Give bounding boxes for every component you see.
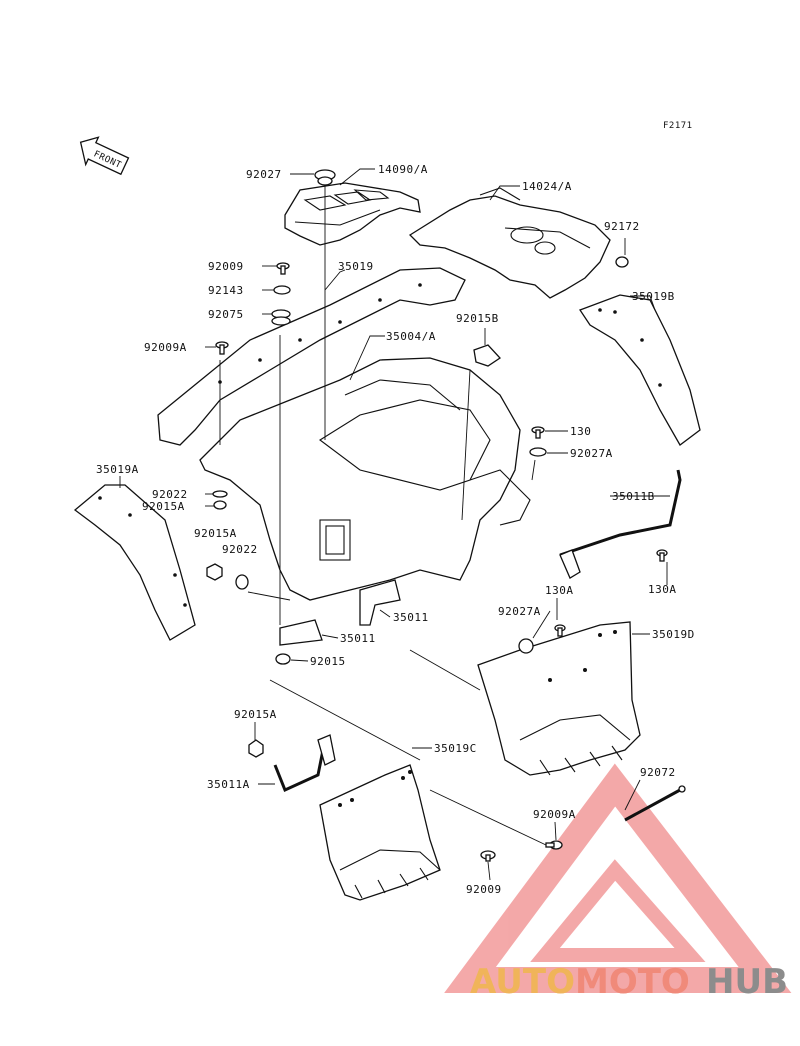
callout-92027A: 92027A [570, 447, 613, 460]
part-35011-lower [279, 619, 323, 646]
callout-35019: 35019 [338, 260, 374, 273]
grommet-92027A-icon [529, 447, 547, 457]
callout-14090A: 14090/A [378, 163, 428, 176]
callout-130A-b: 130A [545, 584, 574, 597]
bolt-92009A-b-icon [545, 840, 563, 850]
callout-92015B: 92015B [456, 312, 499, 325]
callout-92009-b: 92009 [466, 883, 502, 896]
callout-35011: 35011 [393, 611, 429, 624]
callout-35011-b: 35011 [340, 632, 376, 645]
callout-92009: 92009 [208, 260, 244, 273]
grommet-92027A-b-icon [518, 638, 534, 654]
callout-35019D: 35019D [652, 628, 695, 641]
bolt-92009-icon [276, 262, 290, 275]
part-92015B [473, 344, 501, 367]
callout-92015A-c: 92015A [234, 708, 277, 721]
part-35019C [319, 764, 441, 901]
callout-92027A-b: 92027A [498, 605, 541, 618]
callout-14024A: 14024/A [522, 180, 572, 193]
washer-92022-b-icon [235, 574, 249, 590]
callout-92015: 92015 [310, 655, 346, 668]
watermark-moto: MOTO [575, 962, 690, 1002]
part-35019 [157, 267, 466, 446]
callout-92015A: 92015A [142, 500, 185, 513]
callout-92009A-b: 92009A [533, 808, 576, 821]
figure-code: F2171 [663, 121, 693, 131]
callout-92172: 92172 [604, 220, 640, 233]
callout-35019B: 35019B [632, 290, 675, 303]
watermark-hub: HUB [706, 962, 788, 1002]
callout-35011A: 35011A [207, 778, 250, 791]
fasteners [206, 262, 668, 862]
callout-92022: 92022 [152, 488, 188, 501]
bolt-130A-icon [656, 549, 668, 562]
callout-92015A-b: 92015A [194, 527, 237, 540]
watermark-logo [444, 763, 792, 993]
part-14090A [284, 182, 421, 246]
part-92172-clip [615, 256, 629, 268]
callout-92009A: 92009A [144, 341, 187, 354]
callout-92022-b: 92022 [222, 543, 258, 556]
part-35004A [199, 357, 531, 601]
callout-35019A: 35019A [96, 463, 139, 476]
part-35019D [477, 621, 641, 776]
part-92027-grommet [314, 169, 336, 186]
part-35019A [73, 484, 196, 641]
watermark-text: AUTO MOTO HUB [470, 962, 788, 1002]
callout-130: 130 [570, 425, 591, 438]
watermark-auto: AUTO [470, 962, 575, 1002]
bolt-92009A-icon [215, 341, 229, 355]
bolt-130A-b-icon [554, 624, 566, 637]
callout-130A: 130A [648, 583, 677, 596]
part-35011B [559, 469, 682, 579]
bolt-92009-b-icon [480, 850, 496, 862]
callout-35019C: 35019C [434, 742, 477, 755]
callout-labels: 92027 14090/A 14024/A 92172 92009 35019 … [96, 163, 695, 896]
leader-lines [119, 168, 670, 881]
grommet-92075-icon [271, 309, 291, 326]
washer-92022-icon [212, 490, 228, 498]
callout-92027: 92027 [246, 168, 282, 181]
nut-92015A-icon [213, 500, 227, 510]
callout-92075: 92075 [208, 308, 244, 321]
part-35011A [273, 734, 336, 793]
callout-92143: 92143 [208, 284, 244, 297]
part-35011-upper [359, 579, 401, 626]
washer-92143-icon [273, 285, 291, 295]
nut-92015A-c-icon [248, 739, 264, 758]
part-35019B [579, 294, 701, 446]
nut-92015-icon [275, 653, 291, 665]
front-arrow-icon: FRONT [79, 136, 130, 176]
nut-92015A-b-icon [206, 563, 223, 581]
bolt-130-icon [531, 426, 545, 439]
part-92072-rod [624, 785, 686, 822]
callout-35004A: 35004/A [386, 330, 436, 343]
part-14024A [408, 187, 611, 299]
callout-92072: 92072 [640, 766, 676, 779]
callout-35011B: 35011B [612, 490, 655, 503]
